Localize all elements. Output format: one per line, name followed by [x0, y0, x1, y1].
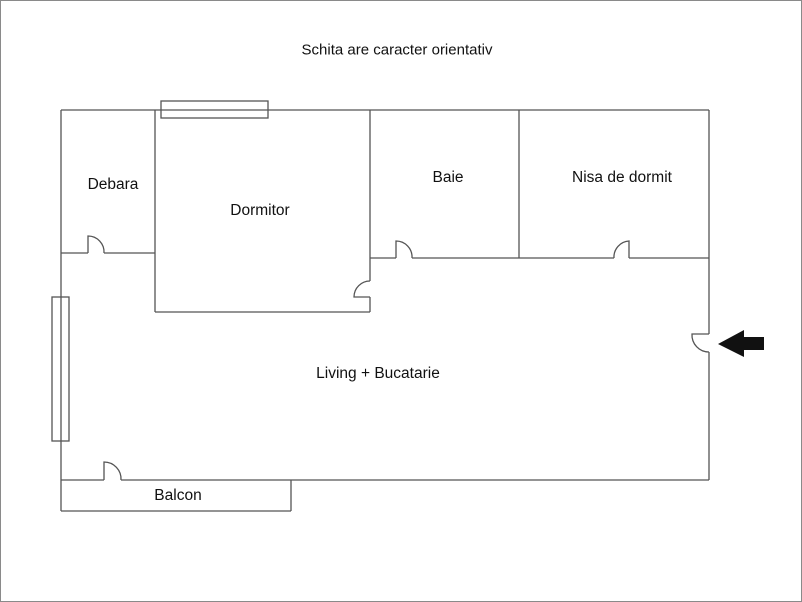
baie-nisa-walls	[370, 110, 709, 259]
door-baie	[395, 240, 413, 259]
dormitor-walls	[155, 110, 371, 313]
outer-walls	[60, 109, 710, 511]
door-nisa	[613, 240, 630, 259]
room-label-nisa: Nisa de dormit	[572, 169, 672, 186]
door-dormitor	[353, 280, 371, 298]
door-balcon	[103, 461, 122, 481]
room-label-baie: Baie	[432, 169, 464, 186]
balcon-walls	[61, 461, 292, 512]
arrow-left-icon	[718, 330, 764, 357]
room-label-balcon: Balcon	[154, 487, 202, 504]
window-living	[51, 296, 70, 442]
room-label-dormitor: Dormitor	[230, 202, 290, 219]
room-label-debara: Debara	[87, 176, 139, 193]
window-dormitor	[160, 100, 269, 119]
door-entrance	[691, 333, 710, 353]
door-debara	[87, 235, 105, 254]
room-label-living: Living + Bucatarie	[316, 365, 440, 382]
plan-title: Schita are caracter orientativ	[301, 41, 493, 59]
debara-walls	[61, 110, 156, 312]
